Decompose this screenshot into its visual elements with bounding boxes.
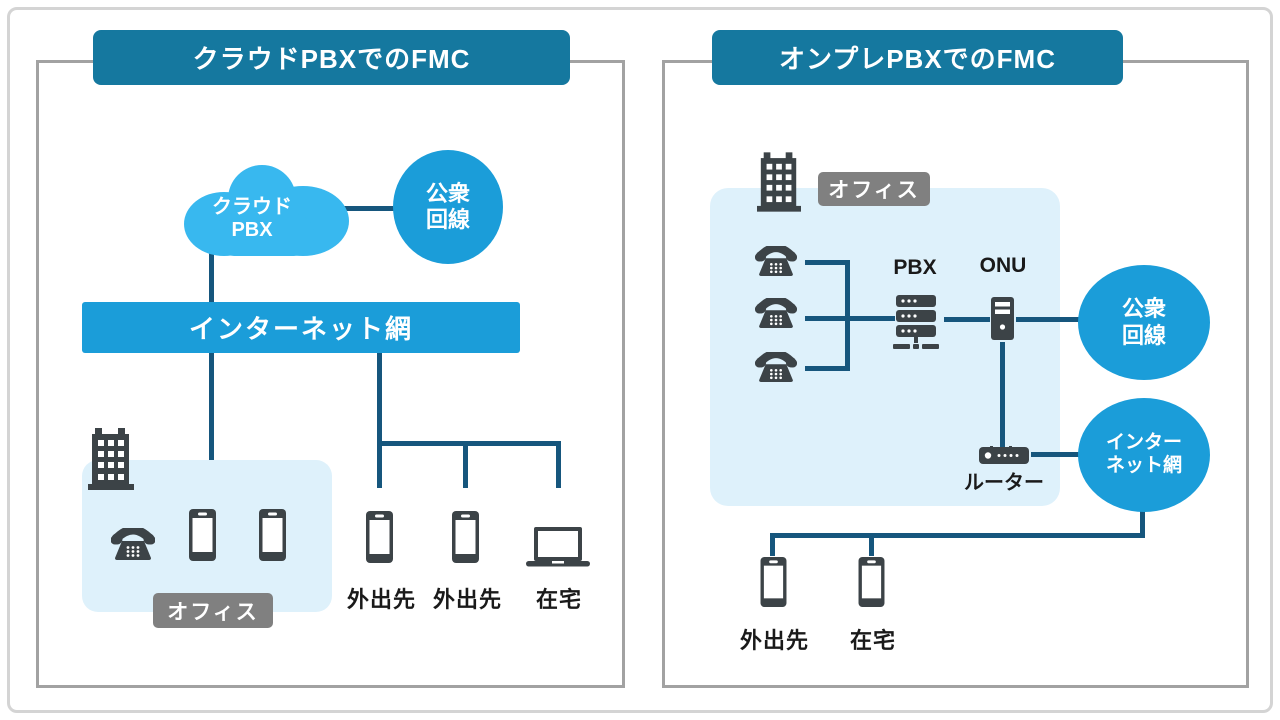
bottom-stub-home: [869, 533, 874, 556]
page-border: [7, 7, 1273, 713]
router-label: ルーター: [964, 472, 1044, 494]
pbx-label: PBX: [893, 256, 937, 279]
cloud-pbx-label: クラウド PBX: [212, 196, 292, 241]
router-icon: [979, 446, 1029, 464]
connector-onu-to-router: [1000, 342, 1005, 447]
bottom-stub-mobile: [770, 533, 775, 556]
label-home-right: 在宅: [850, 628, 897, 653]
phone-bracket-bottom: [805, 366, 850, 371]
cloud-pbx-title: クラウドPBXでのFMC: [93, 30, 570, 85]
internet-network-bar: インターネット網: [82, 302, 520, 353]
office-badge-right: オフィス: [818, 172, 930, 206]
label-mobile1-left: 外出先: [347, 587, 417, 612]
internet-network-circle: インター ネット網: [1078, 398, 1210, 512]
onu-unit-icon: [991, 297, 1014, 340]
desk-phone-icon: [755, 352, 797, 382]
label-mobile-right: 外出先: [740, 628, 810, 653]
office-badge-left: オフィス: [153, 593, 273, 628]
branch-stub-home: [556, 446, 561, 488]
branch-stub-mobile2: [463, 446, 468, 488]
connector-internet-to-branch: [377, 352, 382, 446]
branch-horizontal: [377, 441, 561, 446]
smartphone-icon: [189, 509, 216, 561]
smartphone-icon: [366, 511, 393, 563]
label-home-left: 在宅: [536, 587, 583, 612]
connector-internet-to-office: [209, 352, 214, 462]
smartphone-icon: [259, 509, 286, 561]
smartphone-icon: [452, 511, 479, 563]
bottom-branch-horizontal: [770, 533, 1145, 538]
onprem-pbx-title: オンプレPBXでのFMC: [712, 30, 1123, 85]
office-building-icon: [757, 152, 801, 212]
connector-router-to-internet: [1031, 452, 1083, 457]
connector-cloud-to-internet: [209, 248, 214, 305]
public-line-circle: 公衆 回線: [393, 150, 503, 264]
connector-internet-down: [1140, 500, 1145, 538]
branch-stub-mobile1: [377, 446, 382, 488]
smartphone-icon: [760, 557, 787, 607]
label-mobile2-left: 外出先: [433, 587, 503, 612]
connector-pbx-to-onu: [944, 317, 990, 322]
public-line-circle-right: 公衆 回線: [1078, 265, 1210, 380]
phone-bracket-vertical: [845, 260, 850, 370]
onu-label: ONU: [979, 254, 1027, 277]
desk-phone-icon: [755, 298, 797, 328]
connector-cloud-to-public: [330, 206, 394, 211]
phone-bracket-middle: [805, 316, 895, 321]
connector-onu-to-public: [1016, 317, 1080, 322]
office-building-icon: [88, 428, 134, 490]
laptop-icon: [526, 527, 590, 568]
desk-phone-icon: [111, 528, 155, 560]
smartphone-icon: [858, 557, 885, 607]
onprem-pbx-title-text: オンプレPBXでのFMC: [779, 44, 1056, 74]
phone-bracket-top: [805, 260, 850, 265]
pbx-server-icon: [892, 295, 940, 349]
cloud-pbx-title-text: クラウドPBXでのFMC: [192, 44, 471, 74]
desk-phone-icon: [755, 246, 797, 276]
